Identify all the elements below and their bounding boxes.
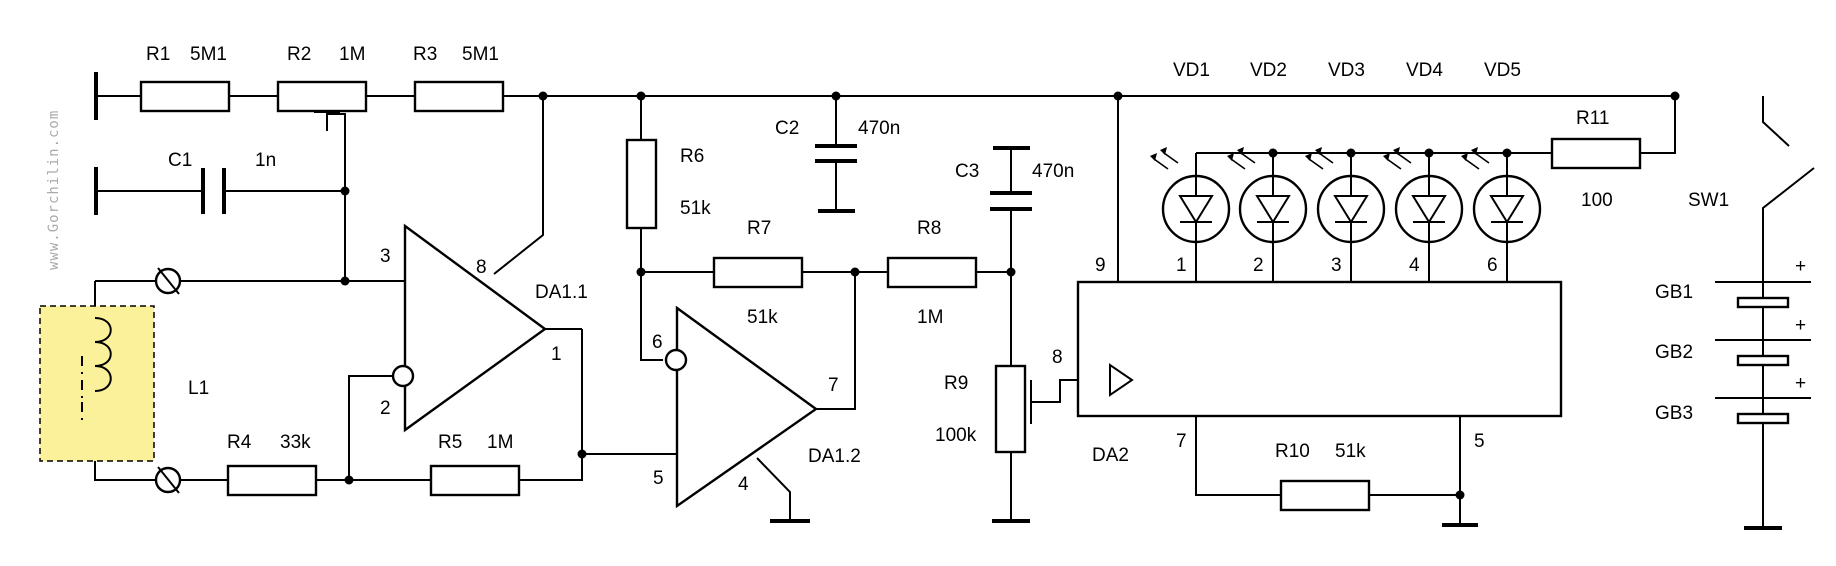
da1-1-ref: DA1.1 [535, 282, 588, 303]
da1-1-pin3: 3 [380, 246, 391, 267]
da2-pin9: 9 [1095, 255, 1106, 276]
switch-sw1: SW1 [1688, 167, 1815, 234]
resistor-r1: R1 5M1 [139, 44, 231, 113]
r8-value: 1M [917, 307, 943, 328]
r7-value: 51k [747, 307, 778, 328]
c2-ref: C2 [775, 118, 799, 139]
da1-1-pin1: 1 [551, 344, 562, 365]
r5-value: 1M [487, 432, 513, 453]
r10-ref: R10 [1275, 441, 1310, 462]
battery-stack: GB1 GB2 GB3 + + + [1655, 256, 1811, 441]
r3-value: 5M1 [462, 44, 499, 65]
gb2-plus: + [1795, 315, 1806, 336]
da2-led-pin-3: 3 [1331, 255, 1342, 276]
opamp-da1-2: DA1.2 6 5 7 4 [652, 305, 861, 509]
da1-2-pin4: 4 [738, 474, 749, 495]
r2-value: 1M [339, 44, 365, 65]
da1-2-pin6: 6 [652, 332, 663, 353]
led-vd1: VD1 1 [1150, 60, 1231, 276]
r3-ref: R3 [413, 44, 437, 65]
da1-2-pin5: 5 [653, 468, 664, 489]
led-ref-vd5: VD5 [1484, 60, 1521, 81]
capacitor-c2: C2 470n [775, 118, 900, 163]
r2-wiper-arrow [314, 111, 340, 131]
led-array: VD1 1 VD2 2 VD3 3 VD4 4 VD5 6 [1150, 60, 1542, 276]
resistor-r8: R8 1M [886, 218, 978, 328]
gb1-plus: + [1795, 256, 1806, 277]
r1-value: 5M1 [190, 44, 227, 65]
gb3-plus: + [1795, 373, 1806, 394]
da1-1-pin2: 2 [380, 398, 391, 419]
resistor-r7: R7 51k [712, 218, 804, 328]
c1-value: 1n [255, 150, 276, 171]
r6-value: 51k [680, 198, 711, 219]
resistor-r6: R6 51k [625, 138, 711, 230]
c3-value: 470n [1032, 161, 1074, 182]
c1-ref: C1 [168, 150, 192, 171]
gb1-ref: GB1 [1655, 282, 1693, 303]
resistor-r4: R4 33k [226, 432, 318, 497]
inductor-l1: L1 [39, 305, 209, 462]
r5-ref: R5 [438, 432, 462, 453]
da1-1-pin8: 8 [476, 257, 487, 278]
opamp-da1-1: DA1.1 3 2 1 8 [380, 223, 588, 433]
r1-ref: R1 [146, 44, 170, 65]
da2-pin8: 8 [1052, 347, 1063, 368]
da1-2-ref: DA1.2 [808, 446, 861, 467]
l1-ref: L1 [188, 378, 209, 399]
led-vd5: VD5 6 [1461, 60, 1542, 276]
capacitor-c1: C1 1n [168, 150, 276, 214]
ic-da2: DA2 9 8 7 5 [1052, 255, 1563, 466]
da2-pin7: 7 [1176, 431, 1187, 452]
resistor-r5: R5 1M [429, 432, 521, 497]
led-vd2: VD2 2 [1227, 60, 1308, 276]
resistor-r9-potentiometer: R9 100k [935, 364, 1027, 454]
resistor-r3: R3 5M1 [413, 44, 505, 113]
r4-value: 33k [280, 432, 311, 453]
led-ref-vd3: VD3 [1328, 60, 1365, 81]
r4-ref: R4 [227, 432, 252, 453]
da2-led-pin-4: 4 [1409, 255, 1420, 276]
r11-ref: R11 [1576, 108, 1609, 129]
r6-ref: R6 [680, 146, 704, 167]
c2-value: 470n [858, 118, 900, 139]
r7-ref: R7 [747, 218, 771, 239]
watermark: www.Gorchilin.com [46, 110, 62, 270]
r11-value: 100 [1581, 190, 1613, 211]
resistor-r10: R10 51k [1275, 441, 1371, 512]
sw1-ref: SW1 [1688, 190, 1729, 211]
r2-ref: R2 [287, 44, 311, 65]
da2-led-pin-1: 1 [1176, 255, 1187, 276]
ground-symbols [94, 72, 1782, 530]
da2-led-pin-5: 6 [1487, 255, 1498, 276]
r9-value: 100k [935, 425, 977, 446]
junction-dots [340, 91, 1680, 500]
gb3-ref: GB3 [1655, 403, 1693, 424]
led-ref-vd4: VD4 [1406, 60, 1443, 81]
da2-ref: DA2 [1092, 445, 1129, 466]
r10-value: 51k [1335, 441, 1366, 462]
led-ref-vd2: VD2 [1250, 60, 1287, 81]
input-terminals [154, 267, 182, 494]
led-ref-vd1: VD1 [1173, 60, 1210, 81]
r9-ref: R9 [944, 373, 968, 394]
led-vd3: VD3 3 [1305, 60, 1386, 276]
resistor-r11: R11 100 [1550, 108, 1642, 211]
da2-led-pin-2: 2 [1253, 255, 1264, 276]
da1-2-pin7: 7 [828, 375, 839, 396]
led-vd4: VD4 4 [1383, 60, 1464, 276]
r8-ref: R8 [917, 218, 941, 239]
capacitor-c3: C3 470n [955, 161, 1074, 211]
gb2-ref: GB2 [1655, 342, 1693, 363]
resistor-r2-potentiometer: R2 1M [276, 44, 368, 113]
c3-ref: C3 [955, 161, 979, 182]
da2-pin5: 5 [1474, 431, 1485, 452]
